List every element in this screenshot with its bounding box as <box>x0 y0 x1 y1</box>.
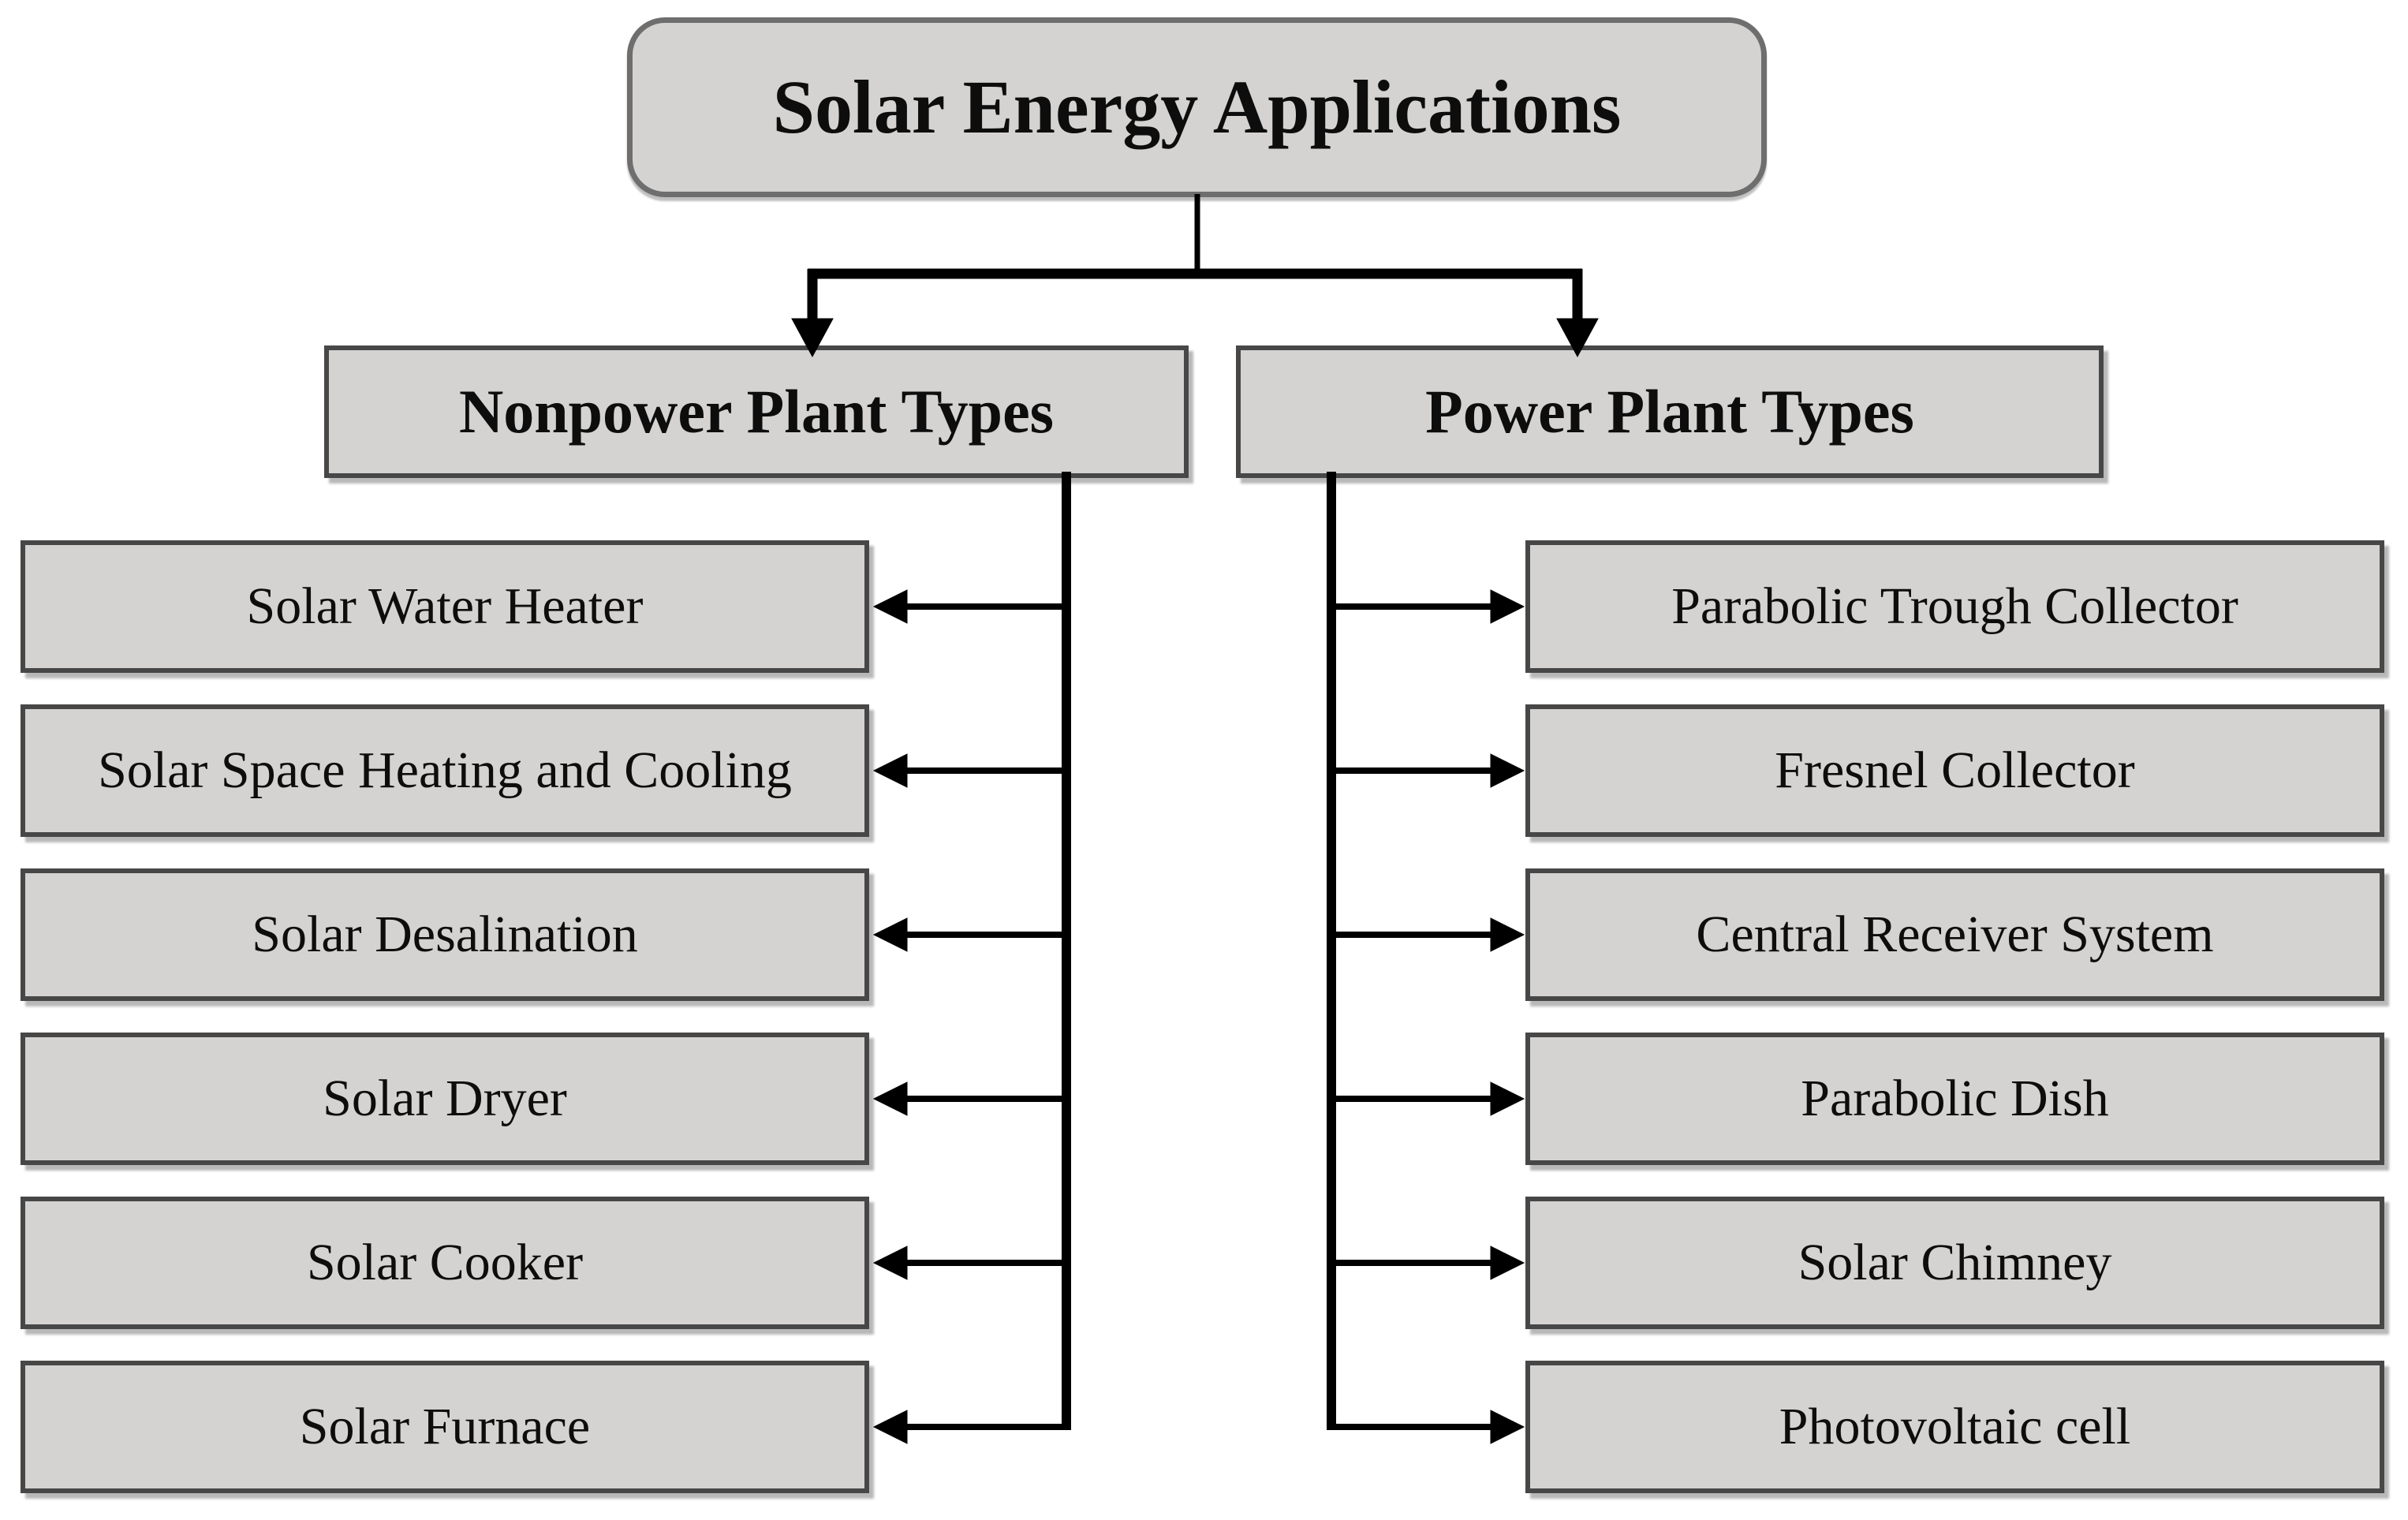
node-nonpower-plant-types: Nonpower Plant Types <box>324 345 1189 478</box>
node-parabolic-dish: Parabolic Dish <box>1525 1033 2384 1165</box>
node-solar-desalination: Solar Desalination <box>21 868 869 1001</box>
arrowhead-right-icon <box>1490 1081 1525 1116</box>
node-power-plant-types: Power Plant Types <box>1236 345 2104 478</box>
arrowhead-right-icon <box>1490 917 1525 952</box>
node-solar-energy-applications: Solar Energy Applications <box>627 17 1767 197</box>
arrowhead-right-icon <box>1490 1410 1525 1444</box>
node-photovoltaic-cell: Photovoltaic cell <box>1525 1361 2384 1493</box>
arrowhead-right-icon <box>1490 1246 1525 1280</box>
node-solar-water-heater: Solar Water Heater <box>21 540 869 673</box>
arrowhead-left-icon <box>872 589 908 624</box>
node-central-receiver-system: Central Receiver System <box>1525 868 2384 1001</box>
node-solar-dryer: Solar Dryer <box>21 1033 869 1165</box>
node-parabolic-trough-collector: Parabolic Trough Collector <box>1525 540 2384 673</box>
node-solar-chimney: Solar Chimney <box>1525 1197 2384 1329</box>
arrowhead-right-icon <box>1490 589 1525 624</box>
node-fresnel-collector: Fresnel Collector <box>1525 704 2384 837</box>
connector-left-trunk <box>872 472 1071 1444</box>
arrowhead-left-icon <box>872 753 908 788</box>
arrowhead-left-icon <box>872 1246 908 1280</box>
connector-root-split <box>791 194 1599 358</box>
node-solar-space-heating-and-cooling: Solar Space Heating and Cooling <box>21 704 869 837</box>
arrowhead-left-icon <box>872 917 908 952</box>
arrowhead-right-icon <box>1490 753 1525 788</box>
arrowhead-left-icon <box>872 1081 908 1116</box>
arrowhead-left-icon <box>872 1410 908 1444</box>
connector-right-trunk <box>1327 472 1525 1444</box>
node-solar-furnace: Solar Furnace <box>21 1361 869 1493</box>
node-solar-cooker: Solar Cooker <box>21 1197 869 1329</box>
